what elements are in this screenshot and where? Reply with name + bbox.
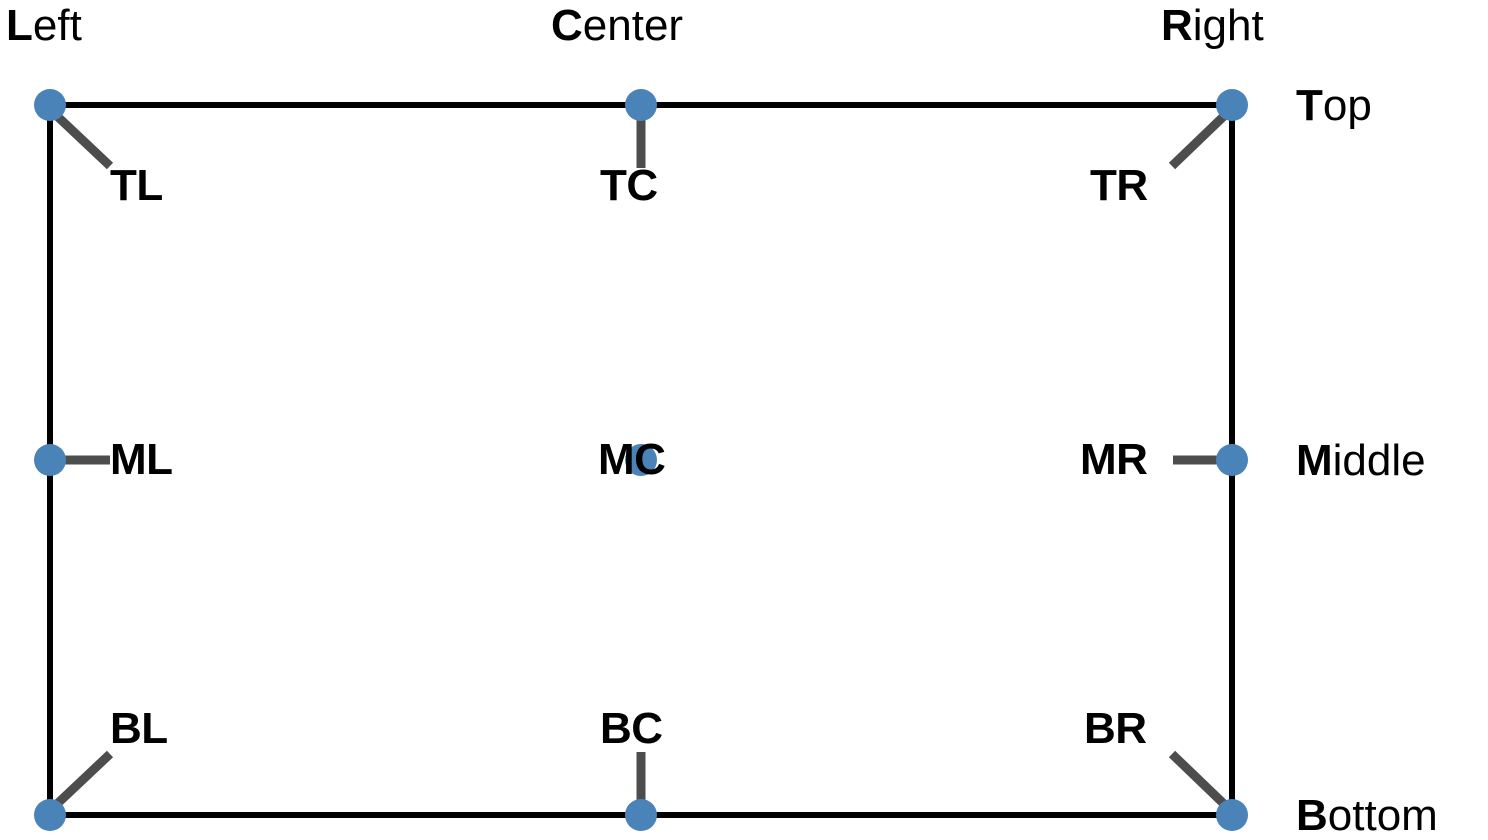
node-label-bc: BC [600, 704, 663, 753]
leader-line-tl [53, 112, 114, 170]
leader-line-bl [53, 750, 114, 808]
anchor-node-mc[interactable] [625, 444, 657, 476]
column-header-right-rest: ight [1192, 1, 1264, 50]
row-header-top-initial: T [1296, 81, 1323, 130]
node-label-mr: MR [1080, 435, 1148, 484]
row-header-top: Top [1296, 84, 1372, 128]
anchor-node-br[interactable] [1216, 799, 1248, 831]
anchor-node-tl[interactable] [34, 89, 66, 121]
column-header-right-initial: R [1161, 1, 1193, 50]
node-label-ml: ML [110, 435, 173, 484]
column-header-center-rest: enter [582, 1, 684, 50]
column-header-center-initial: C [551, 1, 583, 50]
node-label-tr: TR [1090, 161, 1148, 210]
anchor-node-tr[interactable] [1216, 89, 1248, 121]
row-header-bottom-initial: B [1296, 791, 1328, 840]
anchor-node-mr[interactable] [1216, 444, 1248, 476]
node-label-mc: MC [598, 435, 666, 484]
row-header-bottom: Bottom [1296, 794, 1438, 838]
row-header-bottom-rest: ottom [1327, 791, 1438, 840]
node-label-tc: TC [600, 161, 658, 210]
anchor-node-tc[interactable] [625, 89, 657, 121]
column-header-left: Left [6, 4, 82, 48]
column-header-right: Right [1161, 4, 1264, 48]
column-header-center: Center [551, 4, 683, 48]
leader-line-tr [1168, 112, 1228, 170]
row-header-middle-initial: M [1296, 436, 1333, 485]
node-label-tl: TL [110, 161, 163, 210]
node-label-bl: BL [110, 704, 168, 753]
column-header-left-initial: L [6, 1, 33, 50]
column-header-left-rest: eft [32, 1, 82, 50]
row-header-top-rest: op [1322, 81, 1372, 130]
leader-lines [53, 112, 1228, 808]
node-label-br: BR [1084, 704, 1147, 753]
anchor-node-ml[interactable] [34, 444, 66, 476]
anchor-node-bl[interactable] [34, 799, 66, 831]
row-header-middle: Middle [1296, 439, 1426, 483]
anchor-node-bc[interactable] [625, 799, 657, 831]
anchor-nodes [34, 89, 1248, 831]
row-header-middle-rest: iddle [1332, 436, 1426, 485]
leader-line-br [1168, 750, 1228, 808]
